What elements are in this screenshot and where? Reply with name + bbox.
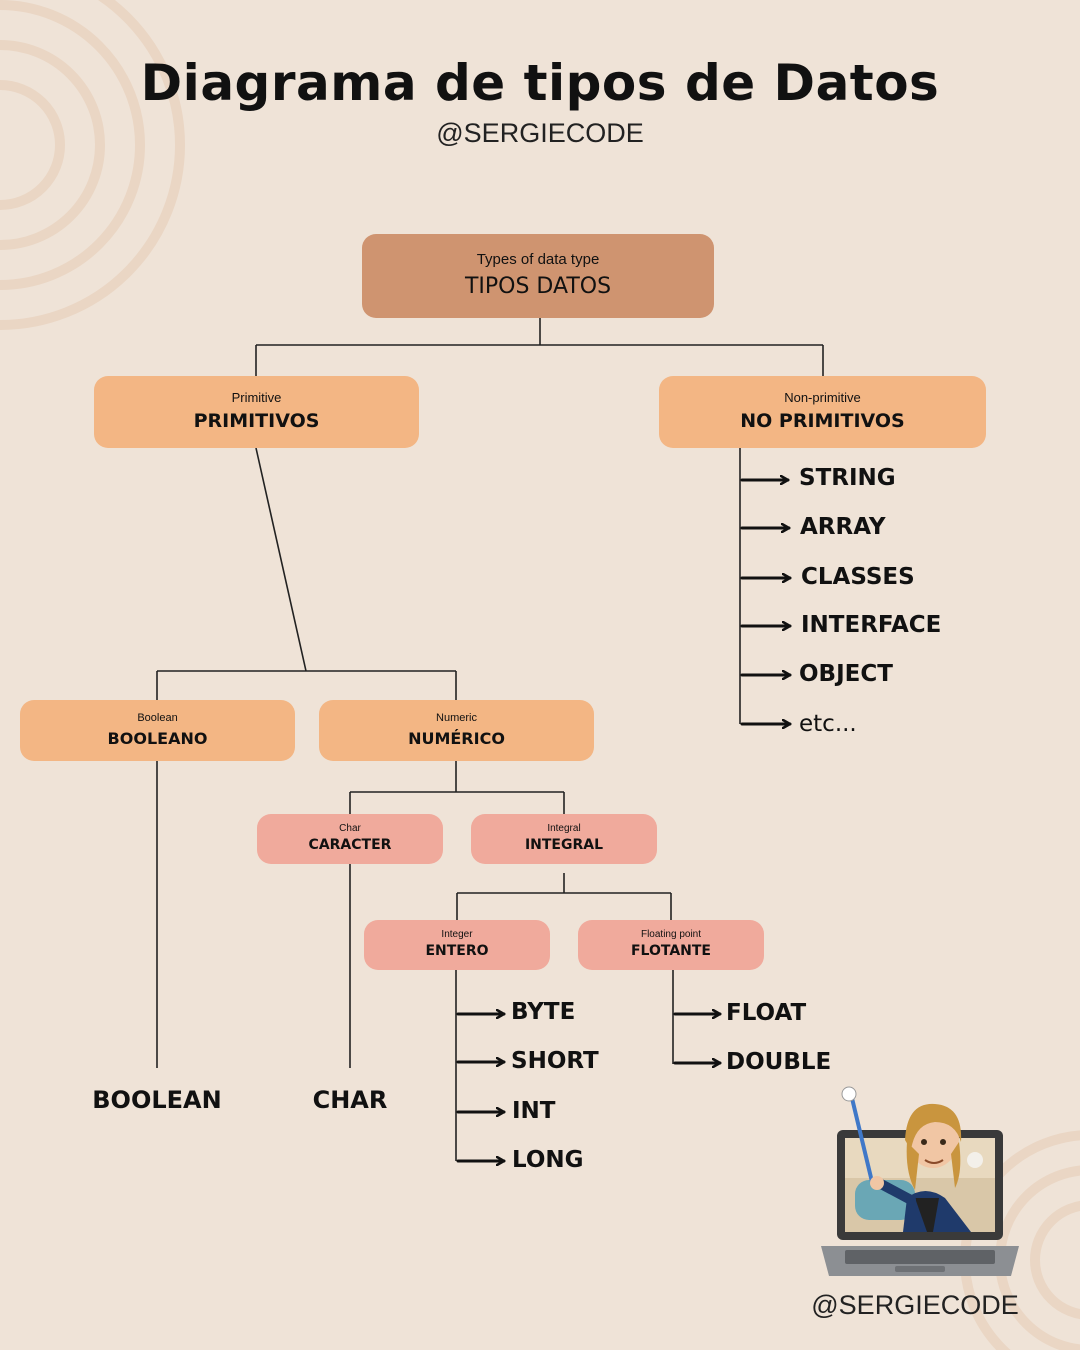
leaf-classes: CLASSES [801, 564, 915, 590]
leaf-double: DOUBLE [726, 1049, 832, 1075]
node-sublabel: Integer [441, 929, 473, 941]
node-booleano: Boolean BOOLEANO [20, 700, 295, 761]
node-label: BOOLEANO [107, 728, 208, 748]
leaf-object: OBJECT [799, 661, 893, 687]
node-label: INTEGRAL [524, 837, 604, 854]
node-label: NO PRIMITIVOS [740, 409, 905, 432]
node-sublabel: Char [339, 823, 361, 835]
leaf-boolean: BOOLEAN [92, 1086, 222, 1114]
node-numerico: Numeric NUMÉRICO [319, 700, 594, 761]
node-flotante: Floating point FLOTANTE [578, 920, 764, 970]
connector-line [255, 447, 307, 672]
author-handle: @SERGIECODE [811, 1290, 1019, 1320]
node-sublabel: Types of data type [476, 251, 600, 269]
leaf-float: FLOAT [726, 1000, 807, 1026]
leaf-long: LONG [512, 1147, 584, 1173]
node-label: TIPOS DATOS [464, 274, 612, 300]
leaf-byte: BYTE [511, 999, 576, 1025]
node-label: FLOTANTE [630, 943, 711, 960]
node-entero: Integer ENTERO [364, 920, 550, 970]
node-primitivos: Primitive PRIMITIVOS [94, 376, 419, 448]
leaf-char: CHAR [312, 1086, 388, 1114]
teacher-avatar-laptop-icon [821, 1086, 1019, 1276]
node-sublabel: Boolean [137, 712, 178, 725]
leaf-int: INT [512, 1098, 556, 1124]
page-subtitle: @SERGIECODE [436, 118, 644, 148]
leaf-string: STRING [799, 465, 896, 491]
node-label: NUMÉRICO [408, 728, 505, 748]
node-sublabel: Floating point [640, 929, 702, 941]
node-sublabel: Numeric [436, 712, 477, 725]
node-tipos-datos: Types of data type TIPOS DATOS [362, 234, 714, 318]
node-label: PRIMITIVOS [193, 409, 320, 432]
node-sublabel: Non-primitive [784, 390, 861, 406]
node-label: ENTERO [425, 943, 489, 960]
leaf-interface: INTERFACE [801, 612, 942, 638]
node-no-primitivos: Non-primitive NO PRIMITIVOS [659, 376, 986, 448]
node-sublabel: Integral [547, 823, 581, 835]
leaf-array: ARRAY [800, 514, 886, 540]
leaf-short: SHORT [511, 1048, 599, 1074]
node-integral: Integral INTEGRAL [471, 814, 657, 864]
node-caracter: Char CARACTER [257, 814, 443, 864]
node-sublabel: Primitive [231, 390, 282, 406]
node-label: CARACTER [308, 837, 392, 854]
leaf-etc: etc... [799, 711, 857, 737]
page-title: Diagrama de tipos de Datos [140, 54, 940, 112]
